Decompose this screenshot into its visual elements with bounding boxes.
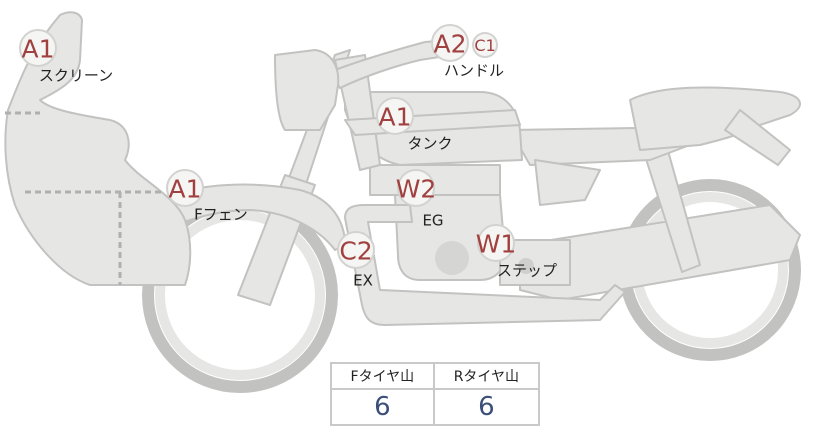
tank-part-label: タンク — [407, 134, 453, 153]
footpeg — [518, 258, 534, 274]
handle-damage-code: A2 — [433, 29, 467, 59]
step-part-label: ステップ — [496, 261, 558, 280]
exhaust-pipe — [344, 204, 626, 326]
swingarm — [519, 204, 801, 301]
marker-exhaust[interactable] — [337, 231, 375, 269]
marker-engine[interactable] — [397, 169, 435, 207]
engine-part-label: EG — [422, 211, 444, 230]
rear-tire-tread-value: 6 — [432, 388, 541, 426]
engine-top — [369, 164, 501, 196]
marker-screen[interactable] — [19, 29, 57, 67]
rear-tire-tread-header: Rタイヤ山 — [432, 362, 541, 390]
handle-part-label: ハンドル — [443, 61, 505, 80]
tire-tread-table: Fタイヤ山 Rタイヤ山 6 6 — [330, 362, 541, 426]
front-fender-damage-code: A1 — [168, 174, 202, 204]
front-tire-tread-header: Fタイヤ山 — [330, 362, 435, 390]
engine-damage-code: W2 — [395, 174, 437, 204]
tire-tread-header-row: Fタイヤ山 Rタイヤ山 — [330, 362, 541, 390]
front-tire-tread-value: 6 — [330, 388, 435, 426]
engine-cover — [435, 241, 469, 275]
rear-seat-rail — [724, 109, 791, 166]
tire-tread-value-row: 6 6 — [330, 388, 541, 426]
screen-part-label: スクリーン — [38, 66, 114, 85]
headlight-cowl — [274, 49, 340, 131]
front-fender-part-label: Fフェン — [194, 205, 248, 224]
handle-sub-damage-code: C1 — [474, 36, 496, 55]
marker-handle[interactable] — [431, 24, 469, 62]
step-damage-code: W1 — [475, 229, 517, 259]
front-wheel-inner — [155, 210, 325, 380]
marker-handle-sub[interactable] — [472, 32, 498, 58]
tank-damage-code: A1 — [378, 102, 412, 132]
marker-front-fender[interactable] — [166, 169, 204, 207]
marker-step[interactable] — [477, 224, 515, 262]
exhaust-part-label: EX — [353, 271, 373, 290]
marker-tank[interactable] — [376, 97, 414, 135]
seat — [629, 86, 801, 151]
exhaust-damage-code: C2 — [339, 236, 373, 266]
windscreen — [4, 11, 192, 286]
side-cover — [534, 159, 601, 206]
screen-damage-code: A1 — [21, 34, 55, 64]
